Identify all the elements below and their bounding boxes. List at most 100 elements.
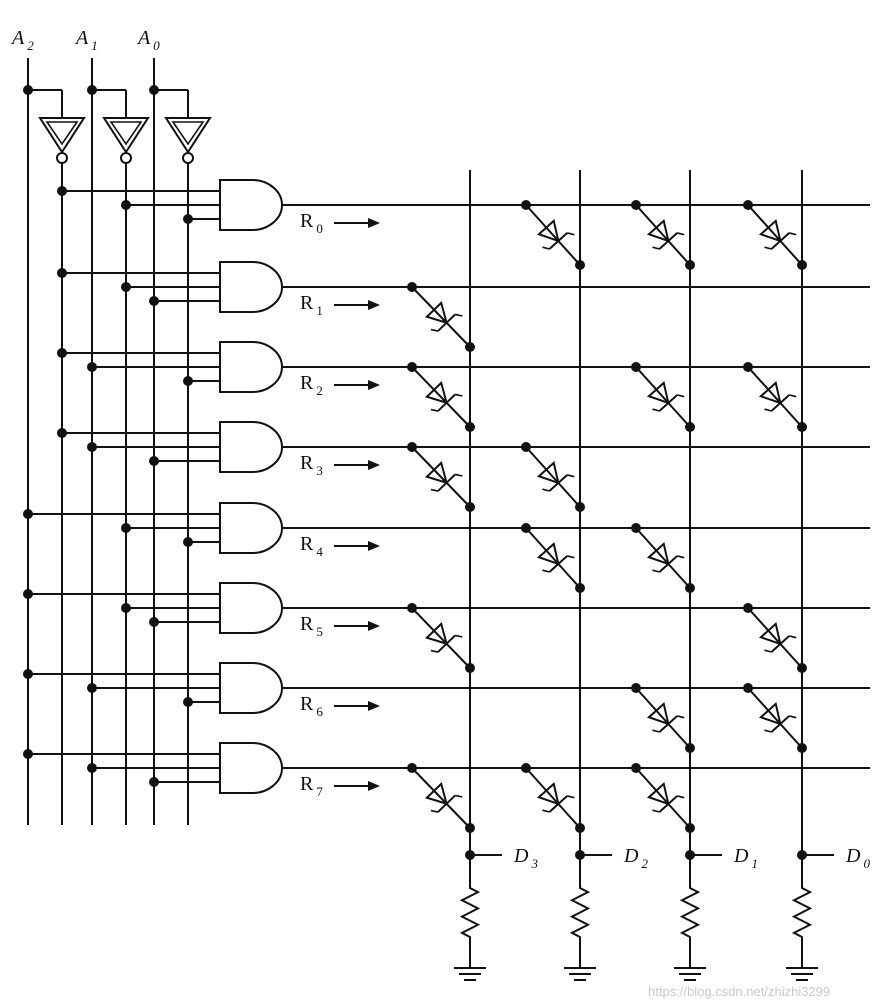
diode-R4-D2: [525, 527, 581, 589]
row-label-R6-subscript: 6: [316, 704, 323, 719]
diode-triangle: [646, 218, 670, 243]
watermark-text: https://blog.csdn.net/zhizhi3299: [648, 984, 830, 999]
diode-R3-D2: [525, 446, 581, 508]
and-gate-R3: [219, 421, 283, 473]
diode-lead: [747, 204, 803, 266]
diode-triangle: [646, 541, 670, 566]
diode-R0-D1: [635, 204, 691, 266]
diode-R6-D1: [635, 687, 691, 749]
diode-column-dot: [465, 422, 475, 432]
pull-down-resistor-D2: [569, 880, 591, 945]
address-branch-dot: [149, 85, 159, 95]
diode-row-dot: [407, 362, 417, 372]
row-arrow-head: [368, 300, 380, 310]
diode-bar: [548, 232, 568, 250]
gate-input-dot: [183, 697, 193, 707]
diode-lead: [525, 446, 581, 508]
diode-triangle: [536, 218, 560, 243]
diode-bar-tail: [430, 794, 463, 813]
diode-row-dot: [631, 523, 641, 533]
gate-input-dot: [87, 362, 97, 372]
diode-triangle: [424, 460, 448, 485]
diode-bar: [548, 474, 568, 492]
diode-row-dot: [743, 362, 753, 372]
diode-R7-D2: [525, 767, 581, 829]
gate-input-dot: [23, 509, 33, 519]
diode-symbol: [758, 621, 797, 653]
diode-triangle: [424, 621, 448, 646]
diode-bar: [658, 232, 678, 250]
diode-row-dot: [631, 200, 641, 210]
diode-bar-tail: [430, 473, 463, 492]
junction-dots: [23, 85, 807, 860]
row-arrow-head: [368, 541, 380, 551]
diode-symbol: [536, 781, 575, 813]
output-tap-dot: [465, 850, 475, 860]
output-label-D3-letter: D: [513, 845, 529, 867]
diode-R7-D3: [411, 767, 471, 829]
address-label-A0-subscript: 0: [153, 38, 160, 53]
diode-bar-tail: [652, 715, 685, 733]
inverter-bubble: [120, 152, 132, 164]
diode-bar: [770, 635, 790, 653]
inverter-bubble: [182, 152, 194, 164]
diode-R0-D2: [525, 204, 581, 266]
diode-bar: [437, 634, 456, 653]
diode-symbol: [646, 218, 685, 250]
diode-row-dot: [521, 200, 531, 210]
diode-bar-tail: [652, 555, 685, 573]
diode-R0-D0: [747, 204, 803, 266]
diode-symbol: [424, 300, 463, 332]
output-label-D3-subscript: 3: [530, 856, 538, 871]
diode-row-dot: [631, 683, 641, 693]
diode-bar: [658, 715, 678, 733]
and-gate-R0: [219, 179, 283, 231]
and-gate-R7: [219, 742, 283, 794]
diode-lead: [635, 527, 691, 589]
pull-down-resistor-D0: [791, 880, 813, 945]
gate-input-dot: [121, 282, 131, 292]
diode-bar-tail: [430, 313, 463, 332]
diode-lead: [747, 366, 803, 428]
diode-bar-tail: [764, 232, 797, 250]
diode-triangle: [646, 380, 670, 405]
inverter-A0: [164, 117, 212, 154]
address-label-A2-subscript: 2: [27, 38, 34, 53]
diode-triangle: [424, 781, 448, 806]
output-label-D0-letter: D: [845, 845, 861, 867]
diode-bar-tail: [430, 634, 463, 653]
diode-column-dot: [465, 663, 475, 673]
diode-R2-D1: [635, 366, 691, 428]
diode-lead: [411, 286, 471, 348]
diode-bar: [658, 394, 678, 412]
diode-bar-tail: [652, 232, 685, 250]
diode-column-dot: [685, 260, 695, 270]
diode-row-dot: [521, 523, 531, 533]
and-gate-R2: [219, 341, 283, 393]
diode-lead: [635, 204, 691, 266]
diode-R1-D3: [411, 286, 471, 348]
diode-symbol: [536, 541, 575, 573]
diode-column-dot: [465, 823, 475, 833]
diode-lead: [411, 366, 471, 428]
diode-column-dot: [797, 663, 807, 673]
gate-input-dot: [23, 589, 33, 599]
gate-input-dot: [87, 442, 97, 452]
diode-row-dot: [407, 763, 417, 773]
diode-row-dot: [521, 763, 531, 773]
diode-bar-tail: [764, 715, 797, 733]
diode-R5-D0: [747, 607, 803, 669]
diode-lead: [411, 446, 471, 508]
address-label-A0-letter: A: [136, 27, 151, 49]
and-gates: [38, 117, 283, 794]
diode-bar: [770, 715, 790, 733]
row-label-R6-letter: R: [300, 693, 314, 715]
diode-lead: [525, 767, 581, 829]
